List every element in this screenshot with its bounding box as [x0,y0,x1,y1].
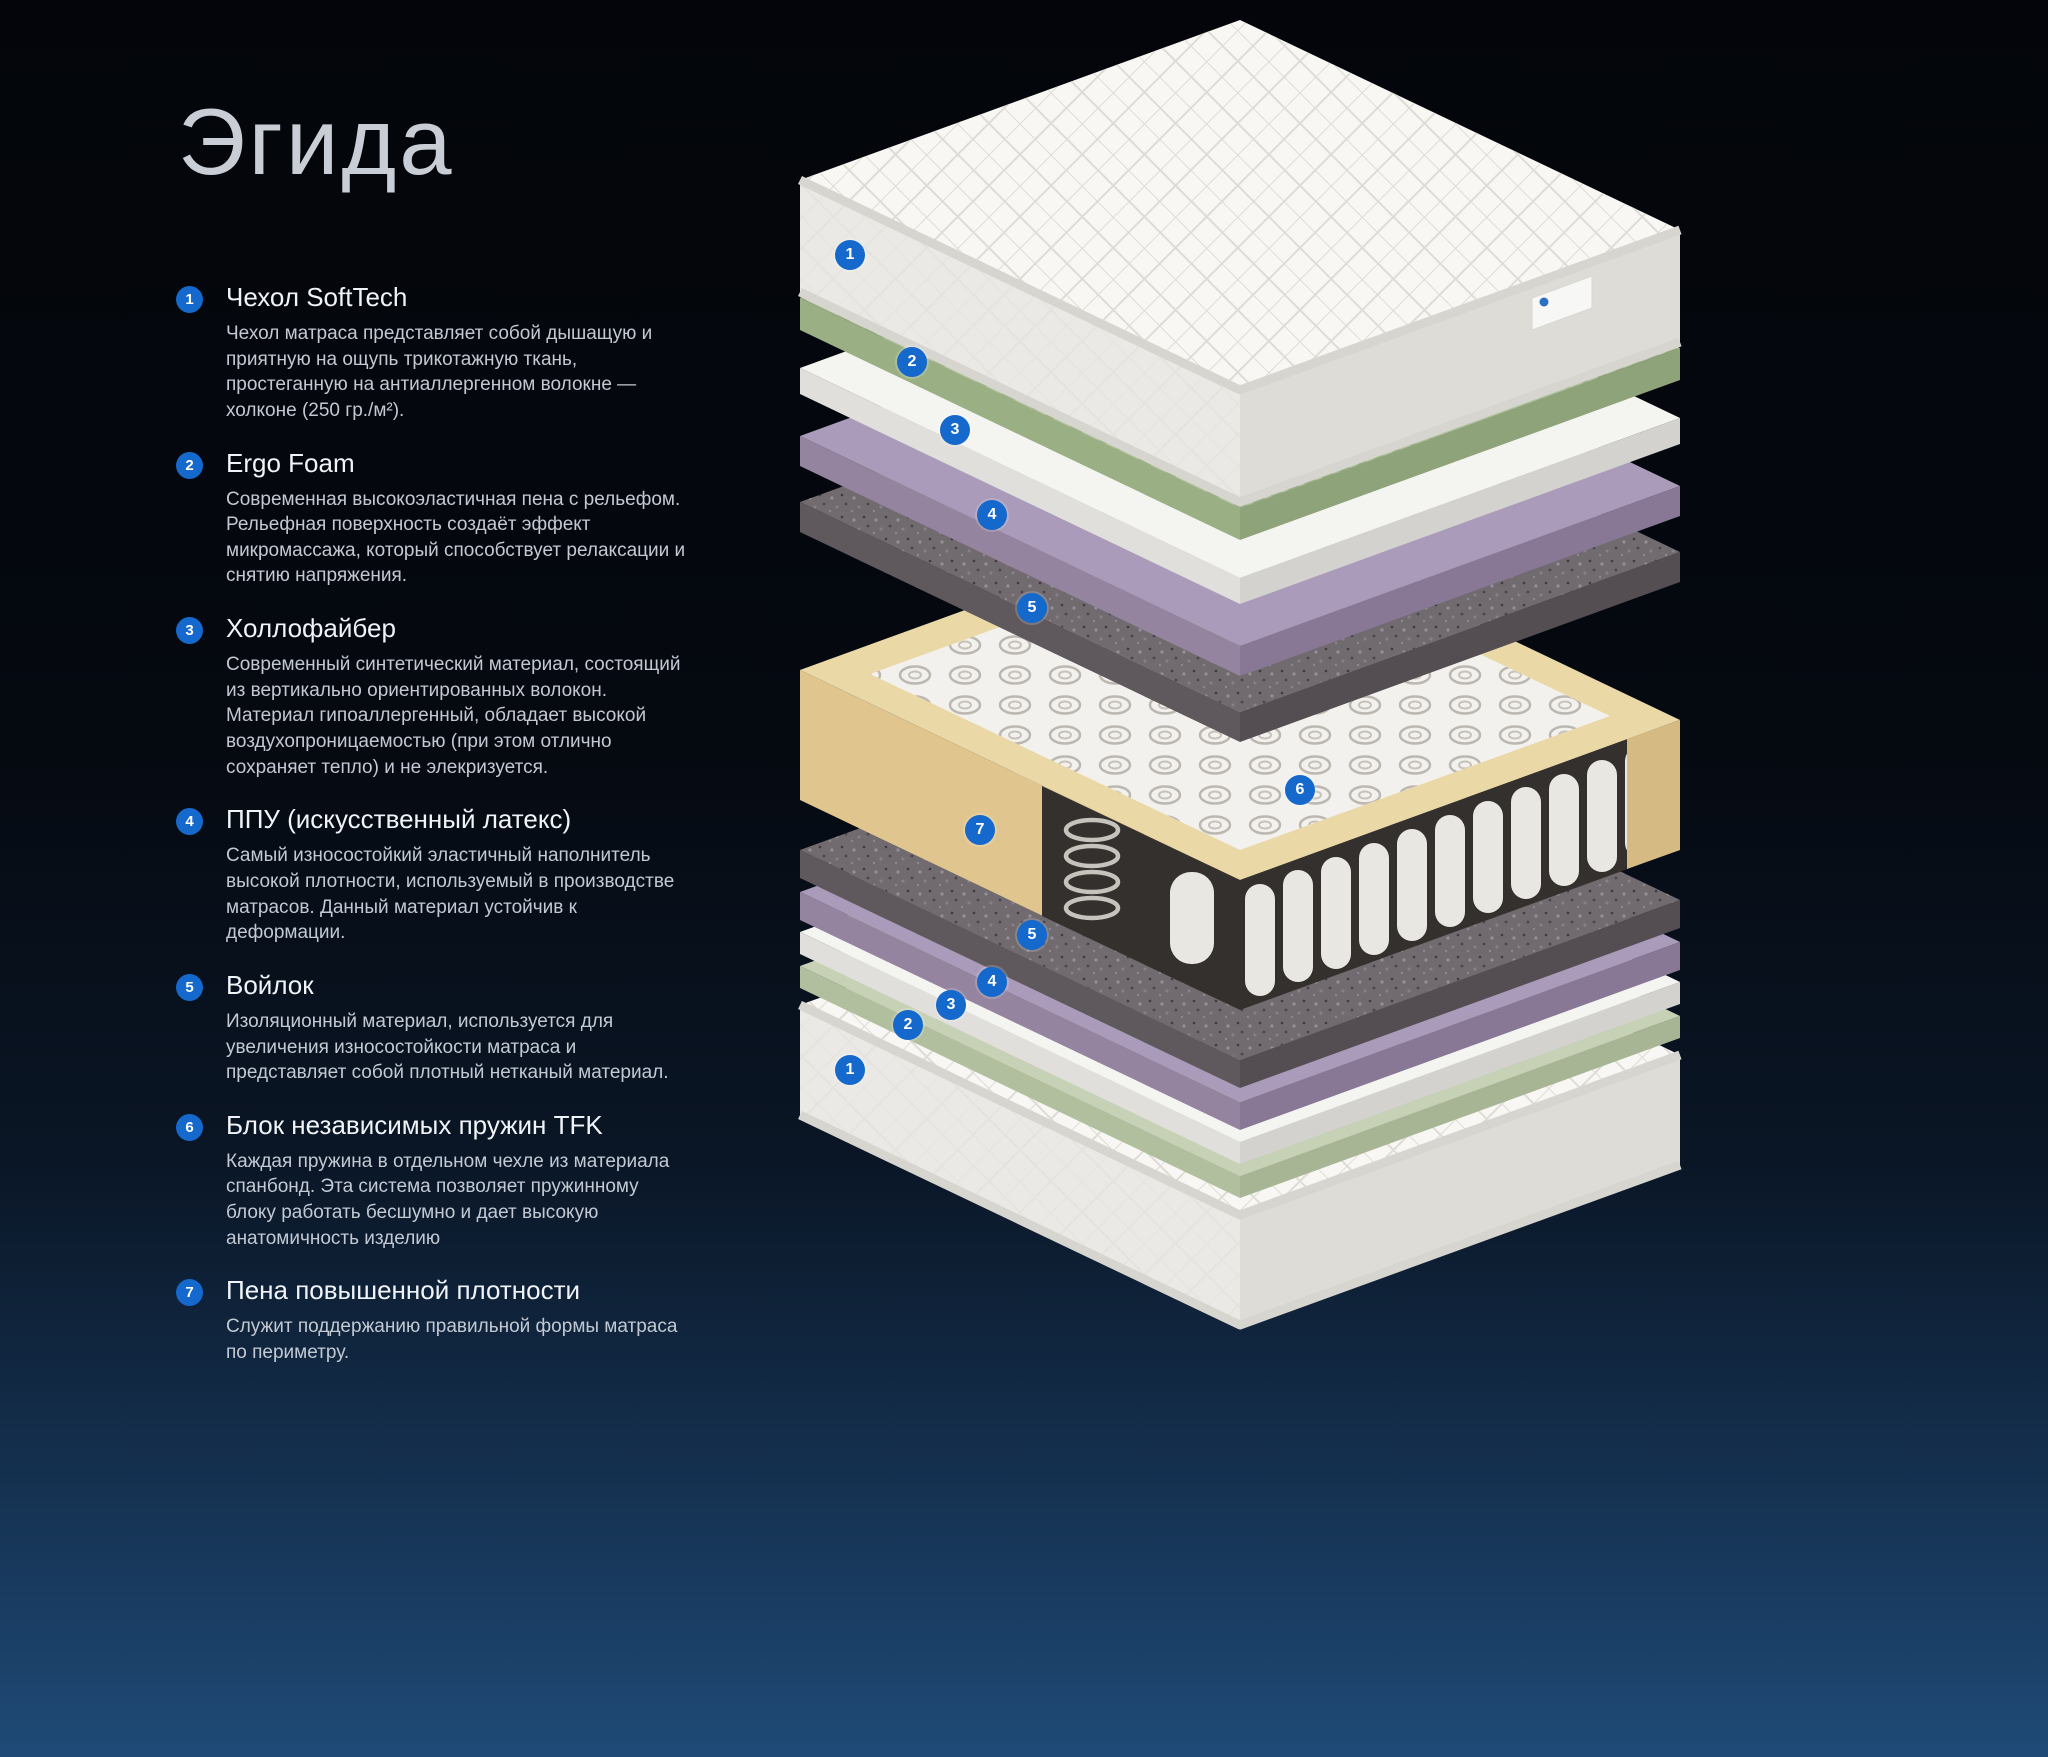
features-list: 1 Чехол SoftTech Чехол матраса представл… [176,282,686,1366]
feature-body: Ergo Foam Современная высокоэластичная п… [226,448,686,590]
feature-title: Чехол SoftTech [226,282,408,312]
feature-description: Современная высокоэластичная пена с рель… [226,488,686,587]
feature-item-ergo-foam: 2 Ergo Foam Современная высокоэластичная… [176,448,686,590]
layer-badge-hollofiber-bottom: 3 [936,990,966,1020]
layer-badge-ergo-foam: 2 [897,347,927,377]
feature-number-badge: 7 [176,1279,203,1307]
front-right-face [1240,1016,1680,1198]
feature-number-badge: 3 [176,617,203,645]
tape-edge [798,287,1682,507]
feature-title: Ergo Foam [226,447,355,478]
feature-description: Самый износостойкий эластичный наполните… [226,845,675,944]
front-left-face [800,892,1240,1130]
feature-body: ППУ (искусственный латекс) Самый износос… [226,804,686,946]
tape-edge [798,1000,1682,1220]
feature-body: Чехол SoftTech Чехол матраса представляе… [226,282,686,424]
feature-description: Каждая пружина в отдельном чехле из мате… [226,1150,670,1249]
tape-edge [798,1110,1682,1330]
feature-body: Пена повышенной плотности Служит поддерж… [226,1275,686,1365]
feature-body: Блок независимых пружин TFK Каждая пружи… [226,1110,686,1252]
front-right-face [1240,486,1680,676]
feature-item-cover: 1 Чехол SoftTech Чехол матраса представл… [176,282,686,424]
layer-badge-hollofiber: 3 [940,415,970,445]
layer-badge-ppu-bottom: 4 [977,967,1007,997]
front-left-face [800,368,1240,604]
feature-title: Пена повышенной плотности [226,1275,581,1306]
brand-tag-mark [1539,297,1549,307]
front-left-face [800,932,1240,1164]
layer-badge-ppu: 4 [977,500,1007,530]
feature-title: Блок независимых пружин TFK [226,1109,603,1140]
front-right-face [1240,418,1680,604]
layer-badge-cover-bottom: 1 [835,1055,865,1085]
feature-number-badge: 1 [176,286,203,313]
tape-edge [798,175,1682,395]
front-left-face [800,850,1240,1088]
pocket-spring-cylinder [1170,872,1214,964]
layer-badge-felt-bottom: 5 [1017,920,1047,950]
layer-top-cover [798,20,1682,507]
feature-number-badge: 2 [176,451,203,479]
feature-item-dense-foam: 7 Пена повышенной плотности Служит подде… [176,1275,686,1365]
front-right-face [1240,982,1680,1164]
page-title: Эгида [178,89,455,194]
feature-title: Холлофайбер [226,613,396,644]
front-right-face [1240,900,1680,1088]
front-right-face [1240,942,1680,1130]
feature-title: Войлок [226,969,314,1000]
front-right-face [1240,552,1680,742]
feature-description: Современный синтетический материал, сост… [226,654,681,778]
feature-number-badge: 5 [176,973,203,1001]
feature-title: ППУ (искусственный латекс) [226,804,572,835]
feature-item-felt: 5 Войлок Изоляционный материал, использу… [176,970,686,1086]
quilt-pattern [800,20,1680,390]
mattress-layers-diagram [798,20,1682,1330]
layer-badge-cover-top: 1 [835,240,865,270]
layer-badge-spring-block: 6 [1285,775,1315,805]
layer-badge-dense-foam: 7 [965,815,995,845]
feature-description: Изоляционный материал, используется для … [226,1010,669,1084]
feature-description: Чехол матраса представляет собой дышащую… [226,323,653,421]
coil-spring-icon [1063,817,1121,921]
feature-number-badge: 4 [176,808,203,836]
feature-number-badge: 6 [176,1113,203,1141]
foam-rail-right-end [1627,720,1680,869]
brand-tag [1531,275,1593,331]
feature-body: Холлофайбер Современный синтетический ма… [226,613,686,780]
feature-body: Войлок Изоляционный материал, использует… [226,970,686,1086]
feature-description: Служит поддержанию правильной формы матр… [226,1316,678,1364]
front-left-face [800,502,1240,742]
front-right-face [1240,348,1680,540]
feature-item-ppu: 4 ППУ (искусственный латекс) Самый износ… [176,804,686,946]
feature-item-hollofiber: 3 Холлофайбер Современный синтетический … [176,613,686,780]
layer-badge-ergo-foam-bottom: 2 [893,1010,923,1040]
front-left-face [800,436,1240,676]
feature-item-spring-block: 6 Блок независимых пружин TFK Каждая пру… [176,1110,686,1252]
layer-badge-felt: 5 [1017,593,1047,623]
